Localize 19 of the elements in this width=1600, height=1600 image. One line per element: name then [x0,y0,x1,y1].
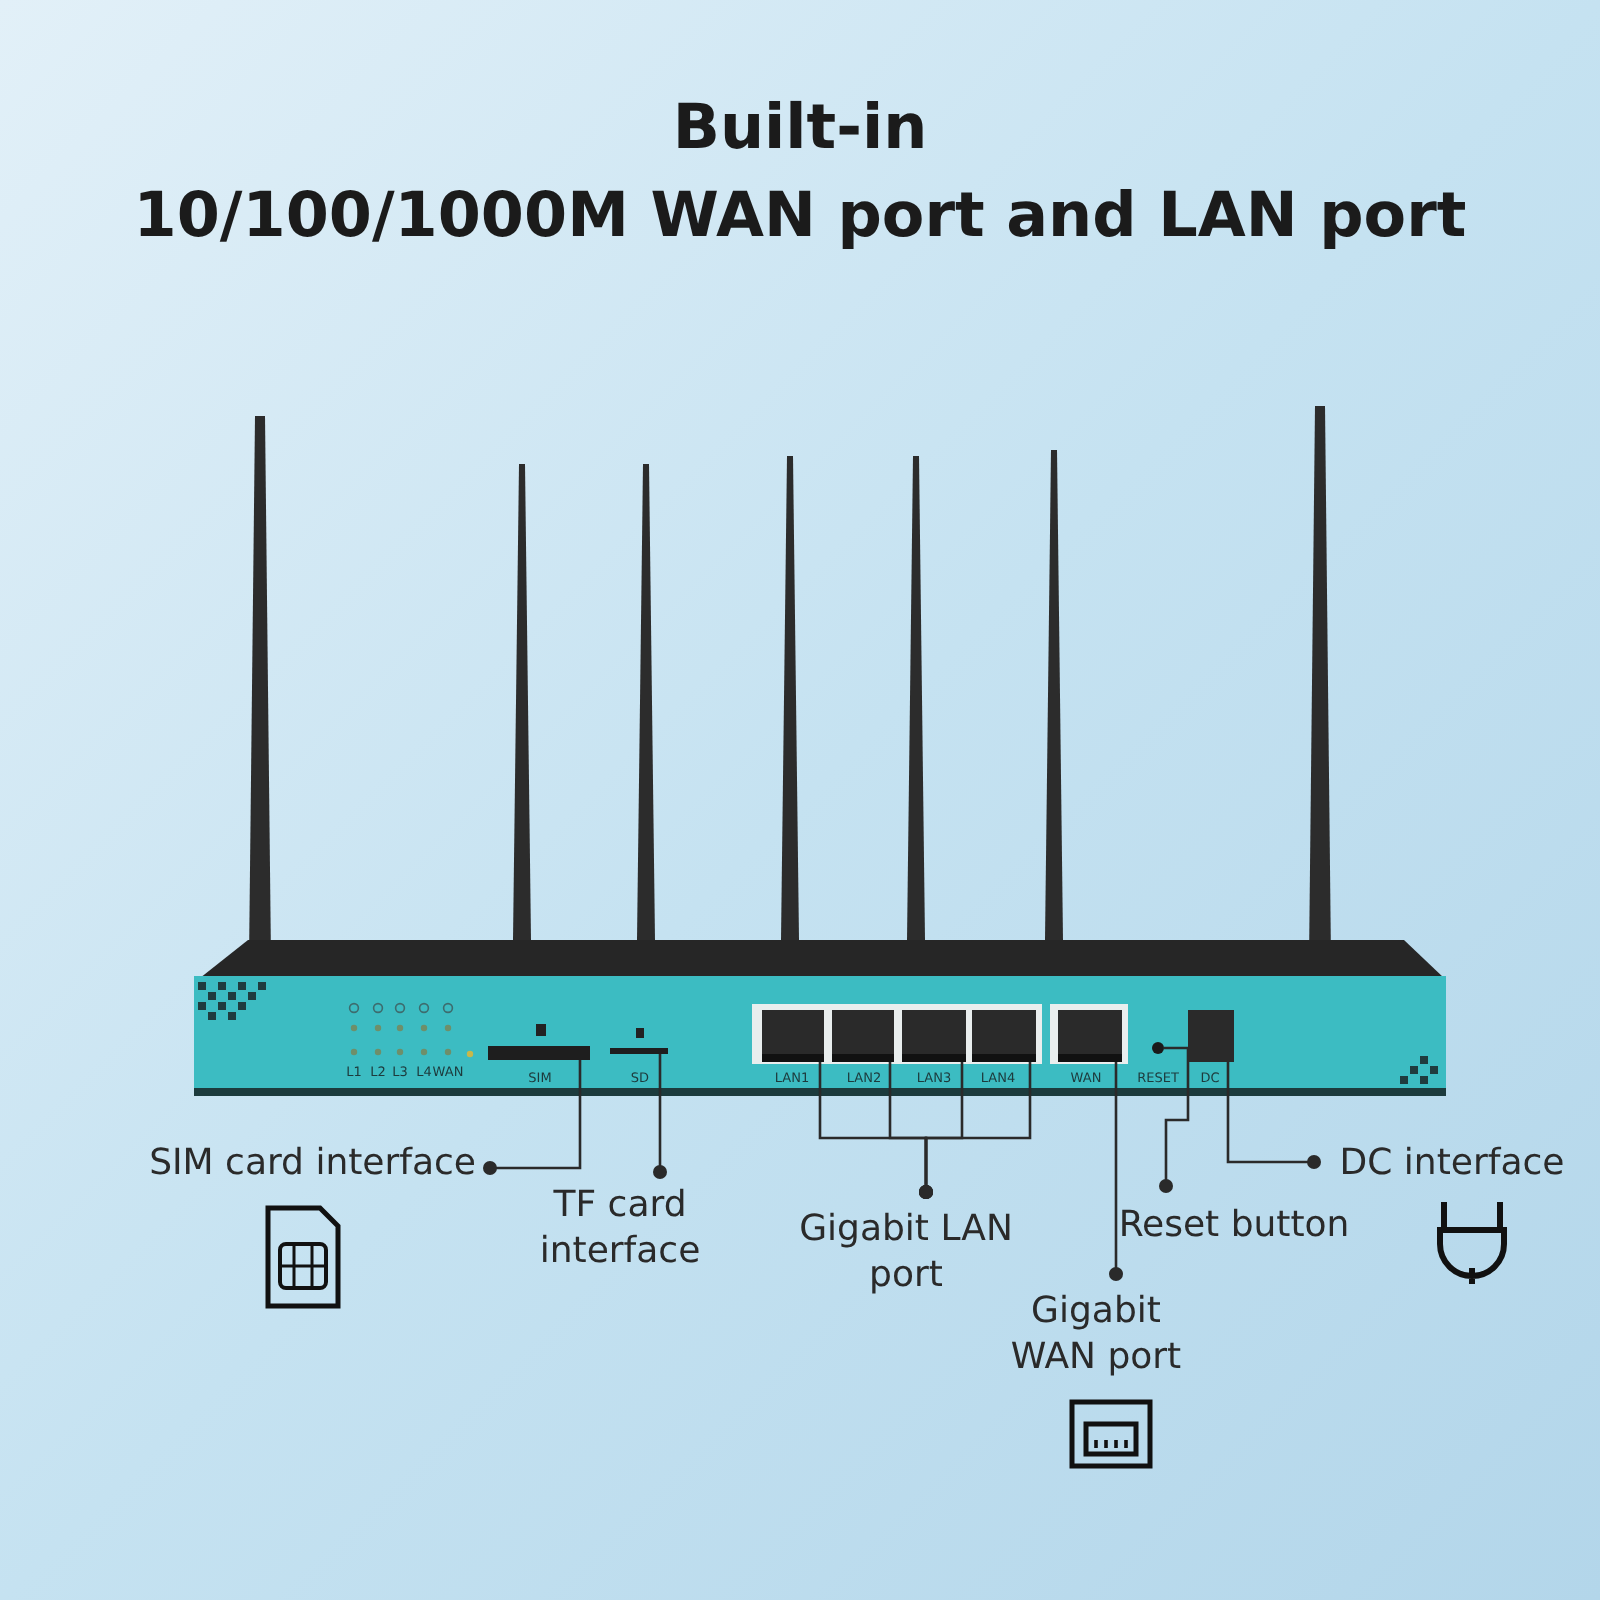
leader-line [1226,1062,1321,1169]
dc-power-jack [1188,1010,1234,1062]
callout-text: TF card interface [520,1182,720,1274]
leader-line [1109,1062,1123,1281]
title: Built-in 10/100/1000M WAN port and LAN port [131,90,1469,256]
leader-line [653,1054,667,1179]
leader-line [483,1060,582,1175]
sd-card-slot [610,1048,668,1054]
lan-port [972,1010,1036,1062]
callout-text: SIM card interface [132,1140,476,1186]
leader-line [919,1062,1032,1199]
callout-text: DC interface [1336,1140,1568,1186]
callout-text: Reset button [1112,1202,1356,1248]
leader-line [1159,1046,1190,1193]
sim-card-slot [488,1046,590,1060]
lan-port [902,1010,966,1062]
lan-port [832,1010,894,1062]
lan-port [762,1010,824,1062]
wan-port [1058,1010,1122,1062]
